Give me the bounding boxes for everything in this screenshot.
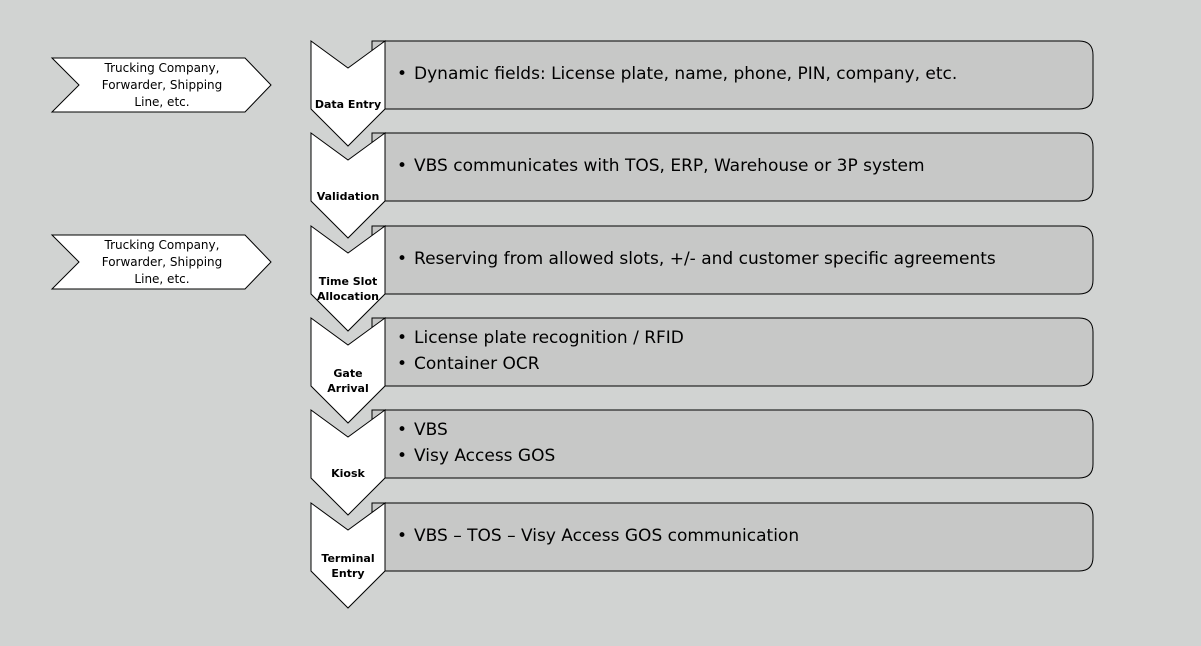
step-label: Validation xyxy=(311,173,385,219)
bullet-item: License plate recognition / RFID xyxy=(397,325,1077,351)
step-description: License plate recognition / RFIDContaine… xyxy=(397,317,1077,385)
step-description: VBSVisy Access GOS xyxy=(397,409,1077,477)
step-label-line: Gate Arrival xyxy=(327,367,369,395)
source-label-line: Line, etc. xyxy=(134,271,190,286)
source-label-line: Forwarder, Shipping xyxy=(101,77,223,92)
bullet-item: VBS xyxy=(397,417,1077,443)
bullet-item: VBS communicates with TOS, ERP, Warehous… xyxy=(397,153,1077,179)
source-arrow xyxy=(50,57,272,113)
step-label-line: Time Slot xyxy=(318,275,378,288)
step-label-line: Validation xyxy=(316,189,380,203)
step-label-line: Data Entry xyxy=(314,97,382,111)
step-label: Data Entry xyxy=(311,81,385,127)
step-label-line: Kiosk xyxy=(331,466,365,480)
bullet-item: Visy Access GOS xyxy=(397,443,1077,469)
step-chevron xyxy=(310,40,386,147)
step-chevron xyxy=(310,409,386,516)
step-label-line: Allocation xyxy=(317,290,379,303)
source-label-line: Trucking Company, xyxy=(104,60,220,75)
step-description: VBS communicates with TOS, ERP, Warehous… xyxy=(397,132,1077,200)
step-description: VBS – TOS – Visy Access GOS communicatio… xyxy=(397,502,1077,570)
source-label-line: Forwarder, Shipping xyxy=(101,254,223,269)
step-chevron xyxy=(310,132,386,239)
bullet-item: VBS – TOS – Visy Access GOS communicatio… xyxy=(397,523,1077,549)
step-description: Dynamic fields: License plate, name, pho… xyxy=(397,40,1077,108)
bullet-item: Reserving from allowed slots, +/- and cu… xyxy=(397,246,1077,272)
step-label-line: Terminal xyxy=(321,552,375,565)
source-label-line: Line, etc. xyxy=(134,94,190,109)
step-description: Reserving from allowed slots, +/- and cu… xyxy=(397,225,1077,293)
bullet-item: Container OCR xyxy=(397,351,1077,377)
step-label-line: Entry xyxy=(331,567,365,580)
step-label: Kiosk xyxy=(311,450,385,496)
step-label: Gate Arrival xyxy=(311,358,385,404)
step-chevron xyxy=(310,317,386,424)
step-chevron xyxy=(310,225,386,332)
source-label-line: Trucking Company, xyxy=(104,237,220,252)
source-arrow xyxy=(50,234,272,290)
step-chevron xyxy=(310,502,386,609)
bullet-item: Dynamic fields: License plate, name, pho… xyxy=(397,61,1077,87)
